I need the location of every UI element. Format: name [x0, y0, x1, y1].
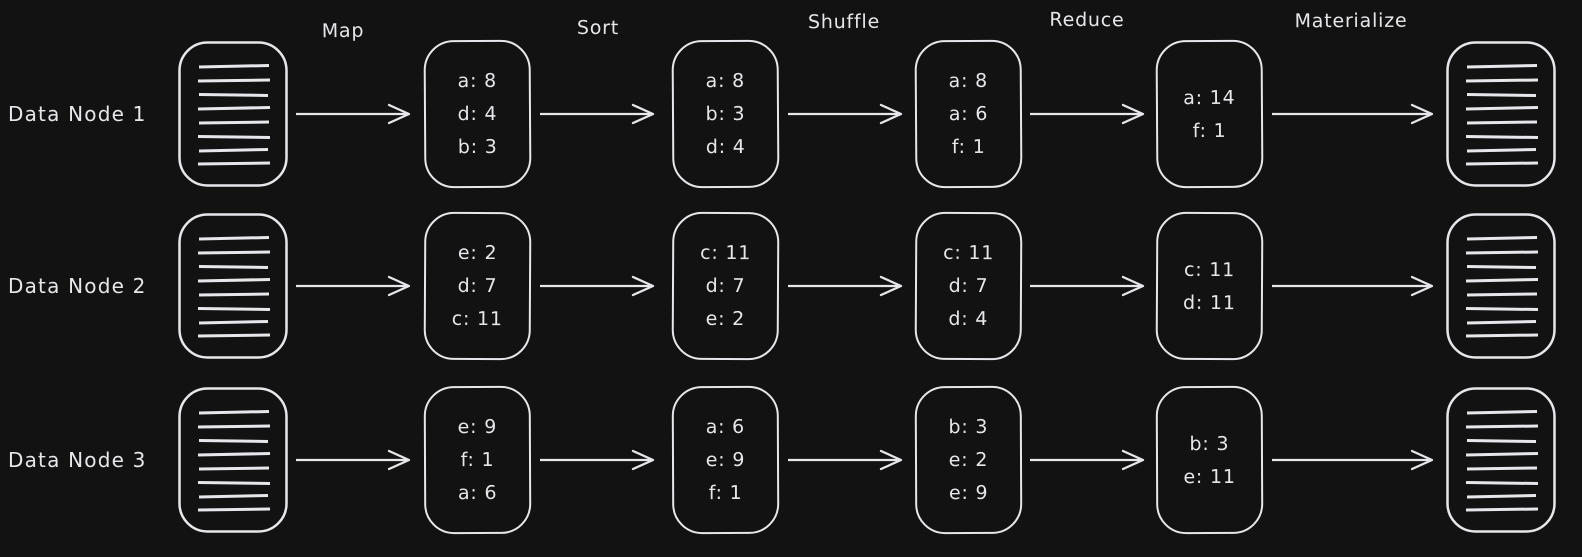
kv-pair: f: 1	[708, 481, 743, 505]
kv-pair: e: 2	[705, 307, 746, 331]
arrow-icon	[786, 275, 903, 297]
data-node-row: Data Node 1 a: 8 d: 4 b: 3 a: 8 b: 3 d: …	[0, 38, 1582, 190]
stage-label-reduce: Reduce	[1049, 8, 1125, 32]
kv-pair: b: 3	[705, 102, 746, 126]
shuffle-output-box: a: 8 a: 6 f: 1	[914, 39, 1023, 189]
kv-pair: d: 7	[948, 274, 989, 298]
data-node-row: Data Node 3 e: 9 f: 1 a: 6 a: 6 e: 9 f: …	[0, 384, 1582, 536]
kv-pair: f: 1	[951, 135, 986, 159]
kv-pair: c: 11	[451, 307, 503, 331]
data-node-row: Data Node 2 e: 2 d: 7 c: 11 c: 11 d: 7 e…	[0, 210, 1582, 362]
arrow-icon	[786, 449, 903, 471]
output-document-icon	[1446, 213, 1556, 359]
input-document-icon	[178, 41, 288, 187]
kv-pair: c: 11	[700, 241, 752, 265]
kv-pair: b: 3	[1189, 432, 1230, 455]
output-document-icon	[1446, 387, 1556, 533]
kv-pair: c: 11	[943, 241, 995, 265]
kv-pair: d: 11	[1183, 291, 1236, 314]
arrow-icon	[1028, 275, 1145, 297]
arrow-icon	[1028, 103, 1145, 125]
kv-pair: b: 3	[948, 415, 989, 439]
kv-pair: e: 9	[457, 415, 498, 439]
arrow-icon	[1270, 275, 1434, 297]
row-label: Data Node 3	[8, 448, 147, 472]
arrow-icon	[538, 449, 655, 471]
shuffle-output-box: b: 3 e: 2 e: 9	[914, 385, 1023, 535]
row-label: Data Node 1	[8, 102, 147, 126]
kv-pair: a: 6	[948, 102, 989, 126]
reduce-output-box: c: 11 d: 11	[1155, 211, 1264, 361]
kv-pair: c: 11	[1183, 258, 1236, 281]
kv-pair: e: 2	[457, 241, 498, 265]
arrow-icon	[786, 103, 903, 125]
arrow-icon	[538, 103, 655, 125]
kv-pair: d: 4	[948, 307, 989, 331]
kv-pair: b: 3	[457, 135, 498, 159]
arrow-icon	[294, 275, 411, 297]
kv-pair: f: 1	[460, 448, 495, 472]
sort-output-box: a: 8 b: 3 d: 4	[671, 39, 780, 189]
arrow-icon	[538, 275, 655, 297]
stage-label-materialize: Materialize	[1294, 9, 1408, 33]
kv-pair: e: 9	[705, 448, 746, 472]
input-document-icon	[178, 213, 288, 359]
kv-pair: a: 6	[457, 481, 498, 505]
kv-pair: d: 4	[705, 135, 746, 159]
stage-label-sort: Sort	[576, 16, 620, 40]
kv-pair: e: 11	[1183, 465, 1236, 488]
kv-pair: d: 7	[457, 274, 498, 298]
map-output-box: a: 8 d: 4 b: 3	[423, 39, 532, 189]
kv-pair: f: 1	[1192, 119, 1227, 142]
arrow-icon	[294, 449, 411, 471]
kv-pair: a: 6	[705, 415, 746, 439]
arrow-icon	[1270, 449, 1434, 471]
reduce-output-box: a: 14 f: 1	[1155, 39, 1264, 189]
sort-output-box: a: 6 e: 9 f: 1	[671, 385, 780, 535]
arrow-icon	[294, 103, 411, 125]
arrow-icon	[1270, 103, 1434, 125]
row-label: Data Node 2	[8, 274, 147, 298]
kv-pair: a: 8	[948, 69, 989, 93]
kv-pair: a: 8	[457, 69, 498, 93]
arrow-icon	[1028, 449, 1145, 471]
stage-label-shuffle: Shuffle	[807, 10, 881, 34]
output-document-icon	[1446, 41, 1556, 187]
map-output-box: e: 9 f: 1 a: 6	[423, 385, 532, 535]
kv-pair: d: 7	[705, 274, 746, 298]
sort-output-box: c: 11 d: 7 e: 2	[671, 211, 780, 361]
kv-pair: a: 8	[705, 69, 746, 93]
kv-pair: e: 2	[948, 448, 989, 472]
input-document-icon	[178, 387, 288, 533]
map-output-box: e: 2 d: 7 c: 11	[423, 211, 532, 361]
kv-pair: d: 4	[457, 102, 498, 126]
kv-pair: e: 9	[948, 481, 989, 505]
kv-pair: a: 14	[1183, 86, 1236, 109]
reduce-output-box: b: 3 e: 11	[1155, 385, 1264, 535]
shuffle-output-box: c: 11 d: 7 d: 4	[914, 211, 1023, 361]
